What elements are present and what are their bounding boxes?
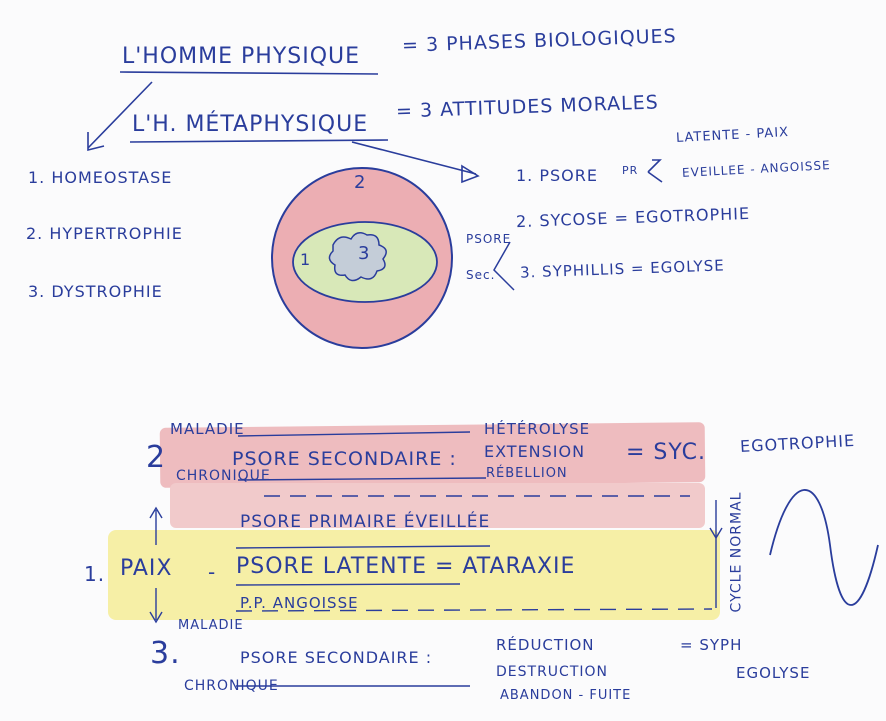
phase-dystrophie: 3. DYSTROPHIE bbox=[28, 282, 163, 301]
psore-primaire: PSORE PRIMAIRE ÉVEILLÉE bbox=[240, 512, 490, 532]
pp-angoisse: P.P. ANGOISSE bbox=[240, 594, 359, 612]
egolyse-lower: EGOLYSE bbox=[736, 664, 810, 682]
circle-label-middle: 1 bbox=[300, 250, 311, 269]
number-2: 2 bbox=[146, 440, 166, 475]
paix: PAIX bbox=[120, 556, 172, 581]
circle-label-outer: 2 bbox=[354, 172, 366, 193]
title-homme-physique: L'HOMME PHYSIQUE bbox=[122, 44, 360, 69]
reduction: RÉDUCTION bbox=[496, 636, 595, 654]
syc: = SYC. bbox=[626, 440, 706, 465]
number-1: 1. bbox=[84, 562, 105, 586]
psore-latente: PSORE LATENTE = ATARAXIE bbox=[236, 554, 575, 579]
maladie-bottom: MALADIE bbox=[178, 618, 244, 633]
number-3: 3. bbox=[150, 636, 181, 671]
chronique-bottom: CHRONIQUE bbox=[184, 678, 279, 694]
cycle-normal: CYCLE NORMAL bbox=[728, 492, 744, 613]
psore-sec-label-1: PSORE bbox=[466, 232, 511, 246]
underline-homme bbox=[120, 72, 378, 74]
psore-secondaire-3: PSORE SECONDAIRE : bbox=[240, 648, 432, 667]
underline-metaphysique bbox=[130, 140, 388, 142]
circle-label-inner: 3 bbox=[358, 243, 370, 264]
rebellion: RÉBELLION bbox=[486, 466, 568, 481]
arrow-head-right bbox=[462, 166, 478, 182]
cycle-wave bbox=[770, 490, 878, 605]
phase-hypertrophie: 2. HYPERTROPHIE bbox=[26, 224, 183, 243]
heterolyse: HÉTÉROLYSE bbox=[484, 420, 590, 438]
psore-secondaire-2: PSORE SECONDAIRE : bbox=[232, 448, 457, 470]
abandon-fuite: ABANDON - FUITE bbox=[500, 688, 631, 703]
phase-homeostase: 1. HOMEOSTASE bbox=[28, 168, 172, 187]
extension: EXTENSION bbox=[484, 442, 585, 461]
attitude-psore: 1. PSORE bbox=[516, 166, 598, 185]
paix-dash: - bbox=[208, 560, 216, 584]
chronique-top: CHRONIQUE bbox=[176, 468, 271, 484]
psore-sec-label-2: Sec. bbox=[466, 268, 495, 282]
attitude-pr: PR bbox=[622, 164, 638, 177]
destruction: DESTRUCTION bbox=[496, 664, 608, 680]
maladie-top: MALADIE bbox=[170, 420, 245, 438]
syph: = SYPH bbox=[680, 636, 742, 654]
title-h-metaphysique: L'H. MÉTAPHYSIQUE bbox=[132, 112, 368, 137]
